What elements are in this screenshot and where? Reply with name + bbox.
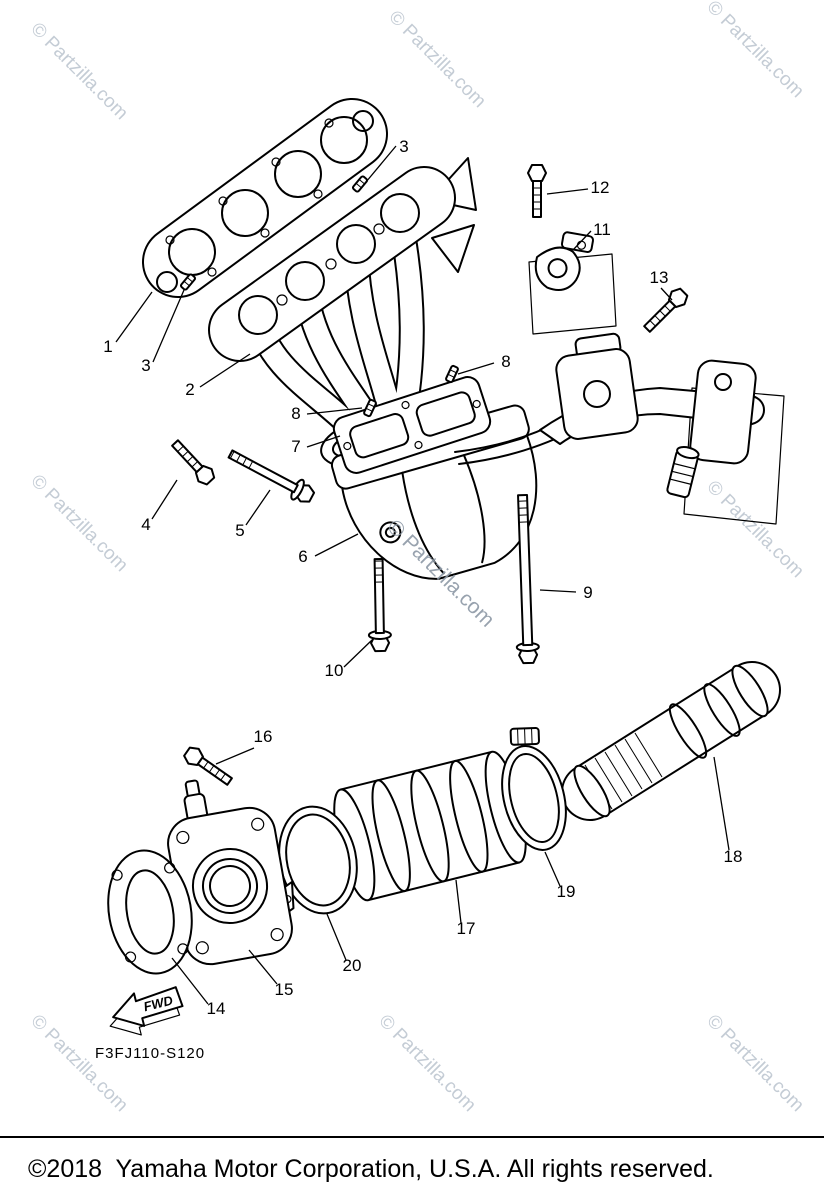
callout-4: 4	[141, 515, 150, 534]
callout-7: 7	[291, 437, 300, 456]
watermark: © Partzilla.com	[26, 19, 131, 124]
part-bolt-10	[366, 557, 393, 653]
callout-9: 9	[583, 583, 592, 602]
callout-10: 10	[325, 661, 344, 680]
watermark: © Partzilla.com	[26, 471, 131, 576]
bracket-assembly	[454, 332, 765, 499]
diagram-code: F3FJ110-S120	[95, 1045, 205, 1062]
callout-3a: 3	[399, 137, 408, 156]
part-pin-3a	[351, 174, 369, 194]
callout-15: 15	[275, 980, 294, 999]
callout-2: 2	[185, 380, 194, 399]
part-gasket-14	[107, 849, 193, 975]
part-pipe-18	[561, 661, 781, 821]
callout-8b: 8	[291, 404, 300, 423]
part-bolt-5	[224, 443, 318, 508]
watermark: © Partzilla.com	[384, 7, 489, 112]
fwd-label: FWD	[142, 992, 175, 1014]
callout-5: 5	[235, 521, 244, 540]
callout-1: 1	[103, 337, 112, 356]
part-housing-15	[167, 779, 293, 966]
callout-3b: 3	[141, 356, 150, 375]
callout-11: 11	[593, 220, 611, 239]
fwd-arrow: FWD	[109, 986, 184, 1036]
exploded-parts-diagram: © Partzilla.com © Partzilla.com © Partzi…	[26, 0, 807, 1116]
callout-16: 16	[254, 727, 273, 746]
callout-12: 12	[591, 178, 610, 197]
leader-lines	[115, 145, 730, 1005]
part-gasket-1	[142, 98, 388, 298]
callout-8a: 8	[501, 352, 510, 371]
part-bolt-4	[167, 435, 219, 489]
callout-14: 14	[207, 999, 226, 1018]
callout-19: 19	[557, 882, 576, 901]
callout-17: 17	[457, 919, 476, 938]
callout-6: 6	[298, 547, 307, 566]
copyright-footer: ©2018 Yamaha Motor Corporation, U.S.A. A…	[0, 1136, 824, 1200]
part-clamp-19	[501, 727, 567, 851]
copyright-text: ©2018 Yamaha Motor Corporation, U.S.A. A…	[28, 1154, 714, 1183]
callout-labels: 3 12 11 13 1 3 2 8 8 7 4 5 6 9 10 16 18 …	[103, 137, 742, 1018]
watermark: © Partzilla.com	[374, 1011, 479, 1116]
watermark: © Partzilla.com	[26, 1011, 131, 1116]
part-clamp-20	[278, 805, 358, 918]
part-bolt-12	[527, 164, 547, 218]
watermark: © Partzilla.com	[702, 1011, 807, 1116]
part-gasket-7	[332, 376, 492, 474]
callout-18: 18	[724, 847, 743, 866]
watermark: © Partzilla.com	[702, 0, 807, 102]
watermark: © Partzilla.com	[702, 477, 807, 582]
callout-20: 20	[343, 956, 362, 975]
callout-13: 13	[650, 268, 669, 287]
